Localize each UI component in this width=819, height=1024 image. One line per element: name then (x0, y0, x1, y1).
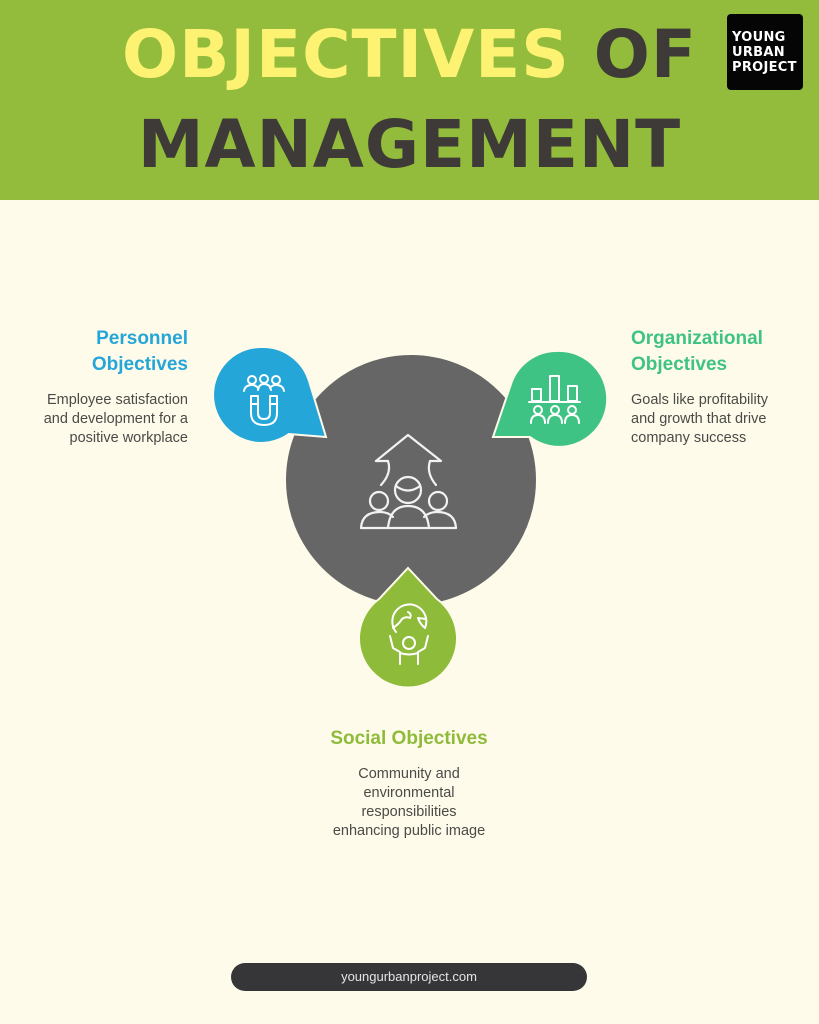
personnel-description: Employee satisfaction and development fo… (20, 391, 188, 448)
social-heading: Social Objectives (330, 728, 488, 749)
bar-chart-people-icon (528, 375, 581, 424)
desc-line: positive workplace (69, 430, 188, 446)
logo-line: PROJECT (732, 60, 797, 75)
organizational-description: Goals like profitability and growth that… (631, 391, 811, 448)
social-description: Community and environmental responsibili… (259, 765, 559, 841)
organizational-drop[interactable] (491, 349, 609, 448)
center-circle (284, 353, 538, 607)
desc-line: Community and (358, 766, 460, 782)
globe-person-icon (389, 603, 429, 665)
people-magnet-icon (243, 374, 285, 426)
heading-line: Organizational (631, 328, 763, 349)
page-title-line2: MANAGEMENT (137, 106, 682, 183)
social-drop[interactable] (358, 566, 458, 689)
website-link[interactable]: youngurbanproject.com (231, 963, 587, 991)
desc-line: enhancing public image (332, 823, 486, 839)
title-rest: OF (593, 16, 697, 93)
personnel-heading: Personnel Objectives (40, 326, 188, 378)
desc-line: environmental (363, 785, 455, 801)
heading-line: Objectives (631, 354, 728, 375)
team-growth-arrow-icon (359, 433, 458, 530)
desc-line: and development for a (43, 411, 188, 427)
logo-line: YOUNG (732, 30, 786, 45)
title-highlight: OBJECTIVES (122, 16, 570, 93)
page-title-line1: OBJECTIVES OF (0, 22, 819, 88)
organizational-heading: Organizational Objectives (631, 326, 811, 378)
logo-line: URBAN (732, 45, 785, 60)
desc-line: company success (631, 430, 747, 446)
brand-logo[interactable]: YOUNG URBAN PROJECT (727, 14, 803, 90)
desc-line: and growth that drive (631, 411, 767, 427)
desc-line: Goals like profitability (631, 392, 768, 408)
desc-line: responsibilities (361, 804, 457, 820)
desc-line: Employee satisfaction (46, 392, 188, 408)
heading-line: Personnel (96, 328, 188, 349)
heading-line: Objectives (91, 354, 188, 375)
header-banner: OBJECTIVES OF MANAGEMENT YOUNG URBAN PRO… (0, 0, 819, 200)
personnel-drop[interactable] (212, 345, 328, 444)
